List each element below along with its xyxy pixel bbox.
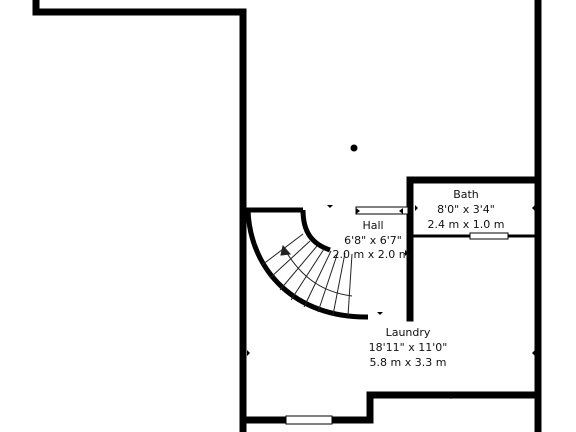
stair-tread (347, 253, 353, 317)
room-label-bath: Bath 8'0" x 3'4" 2.4 m x 1.0 m (428, 188, 505, 231)
marker (377, 312, 383, 315)
laundry-imperial: 18'11" x 11'0" (369, 341, 448, 354)
marker (247, 350, 250, 356)
hall-imperial: 6'8" x 6'7" (344, 234, 402, 247)
wall-top-left (32, 0, 247, 432)
laundry-name: Laundry (386, 326, 431, 339)
room-label-hall: Hall 6'8" x 6'7" 2.0 m x 2.0 m (333, 219, 410, 261)
door-bottom (285, 415, 333, 425)
door-bath (469, 232, 509, 240)
room-label-laundry: Laundry 18'11" x 11'0" 5.8 m x 3.3 m (369, 326, 448, 369)
stair-arrow-path (284, 249, 353, 297)
marker (327, 205, 333, 208)
bath-metric: 2.4 m x 1.0 m (428, 218, 505, 231)
stair-arrow (280, 244, 353, 297)
laundry-metric: 5.8 m x 3.3 m (370, 356, 447, 369)
marker (399, 208, 403, 214)
stair-tread (290, 248, 325, 301)
walls (32, 0, 542, 432)
stair-tread (317, 251, 339, 313)
marker (448, 396, 454, 399)
marker (415, 205, 418, 211)
stair-tread (269, 240, 311, 279)
marker (532, 205, 535, 211)
dimension-markers (247, 205, 535, 399)
stair-outer-curve (245, 209, 369, 320)
hall-name: Hall (362, 219, 383, 232)
marker (405, 250, 408, 256)
bath-imperial: 8'0" x 3'4" (437, 203, 495, 216)
bath-name: Bath (453, 188, 479, 201)
stair-arrow-head (280, 244, 292, 256)
hall-metric: 2.0 m x 2.0 m (333, 248, 410, 261)
marker (532, 350, 535, 356)
stair-tread (303, 250, 332, 308)
stair-inner-curve (300, 209, 331, 253)
marker (356, 208, 360, 214)
ceiling-light-dot (350, 144, 358, 152)
stair-tread (332, 252, 346, 316)
